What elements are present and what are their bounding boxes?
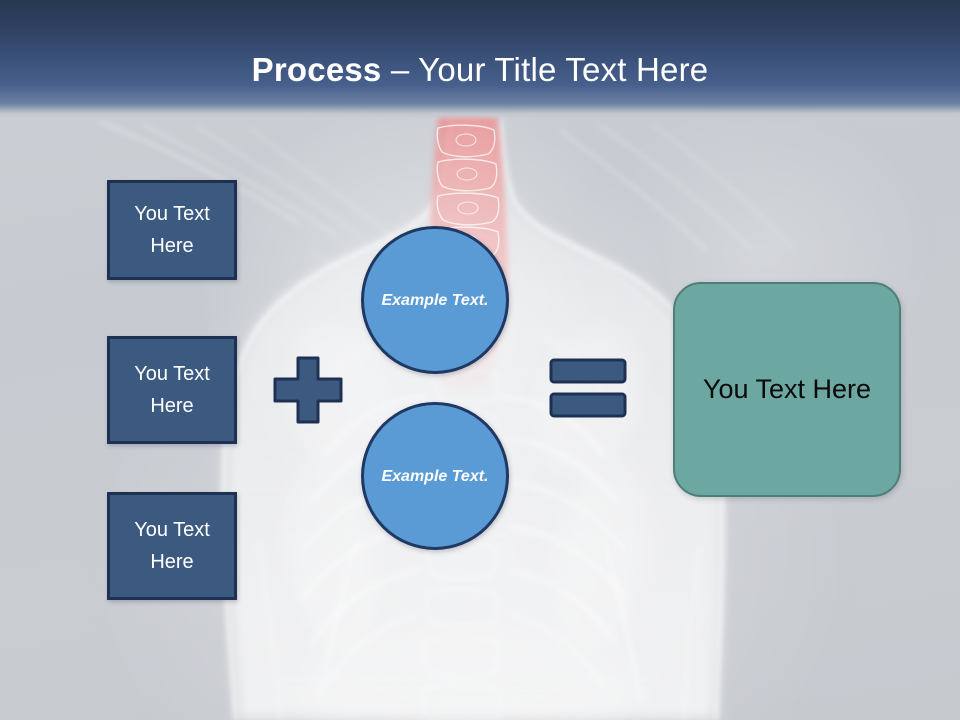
example-circle-1-label: Example Text. (381, 291, 489, 309)
input-box-3[interactable]: You Text Here (107, 492, 237, 600)
page-title: Process – Your Title Text Here (0, 50, 960, 90)
slide-header-band (0, 0, 960, 118)
equals-operator-icon (549, 358, 627, 418)
input-box-1-label: You Text Here (134, 203, 210, 257)
plus-operator-icon (273, 356, 343, 424)
page-title-rest: – Your Title Text Here (381, 51, 709, 88)
input-box-3-label: You Text Here (134, 519, 210, 573)
example-circle-1[interactable]: Example Text. (361, 226, 509, 374)
result-box-label: You Text Here (702, 374, 872, 404)
result-box[interactable]: You Text Here (673, 282, 901, 497)
input-box-2-label: You Text Here (134, 363, 210, 417)
input-box-2[interactable]: You Text Here (107, 336, 237, 444)
example-circle-2-label: Example Text. (381, 467, 489, 485)
page-title-strong: Process (251, 51, 382, 88)
example-circle-2[interactable]: Example Text. (361, 402, 509, 550)
input-box-1[interactable]: You Text Here (107, 180, 237, 280)
